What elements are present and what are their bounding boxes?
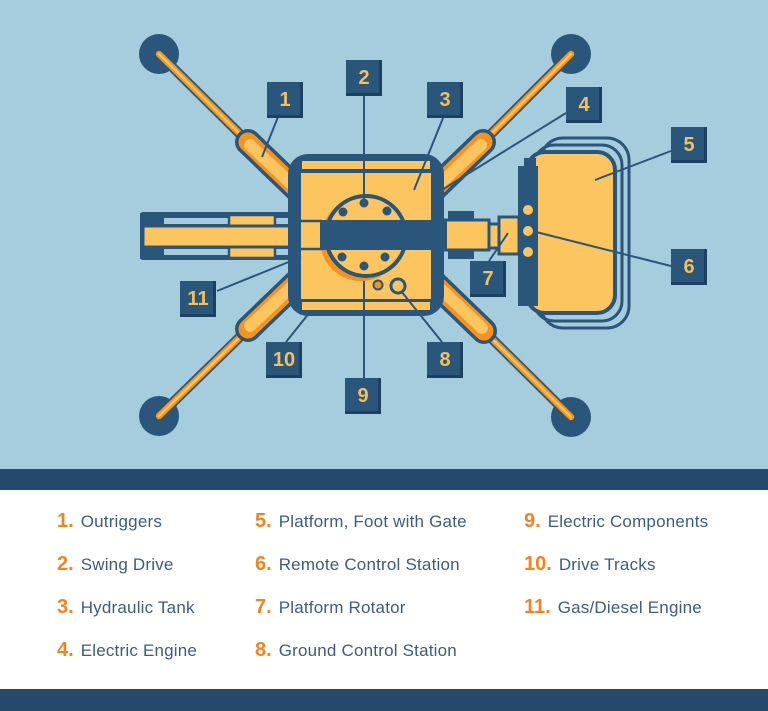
legend-item-electric-components: 9. Electric Components: [524, 510, 708, 534]
callout-box-1: 1: [267, 82, 303, 118]
legend-item-outriggers: 1. Outriggers: [57, 510, 197, 534]
legend-item-swing-drive: 2. Swing Drive: [57, 553, 197, 577]
legend-item-label: Electric Engine: [80, 641, 198, 660]
callout-number-10: 10: [272, 349, 296, 371]
legend-panel: [0, 490, 768, 689]
callout-box-4: 4: [566, 87, 602, 123]
callout-number-11: 11: [187, 288, 209, 310]
legend-item-gas-diesel-engine: 11. Gas/Diesel Engine: [524, 596, 708, 620]
callout-box-2: 2: [346, 60, 382, 96]
legend-item-number: 2.: [57, 553, 74, 575]
legend-item-electric-engine: 4. Electric Engine: [57, 639, 197, 663]
legend-item-number: 5.: [255, 510, 272, 532]
callout-number-2: 2: [358, 67, 370, 89]
legend-item-platform-foot-with-gate: 5. Platform, Foot with Gate: [255, 510, 467, 534]
legend-list: 1. Outriggers 2. Swing Drive 3. Hydrauli…: [0, 490, 768, 689]
legend-item-platform-rotator: 7. Platform Rotator: [255, 596, 467, 620]
diagram-background: [0, 0, 768, 469]
legend-item-label: Platform, Foot with Gate: [278, 512, 467, 531]
callout-number-9: 9: [357, 385, 369, 407]
legend-item-ground-control-station: 8. Ground Control Station: [255, 639, 467, 663]
legend-item-label: Ground Control Station: [278, 641, 457, 660]
legend-item-label: Drive Tracks: [558, 555, 656, 574]
legend-item-hydraulic-tank: 3. Hydraulic Tank: [57, 596, 197, 620]
legend-item-number: 7.: [255, 596, 272, 618]
callout-box-3: 3: [427, 82, 463, 118]
footer-band: [0, 689, 768, 711]
callout-box-7: 7: [470, 261, 506, 297]
legend-item-remote-control-station: 6. Remote Control Station: [255, 553, 467, 577]
legend-item-number: 8.: [255, 639, 272, 661]
callout-number-4: 4: [578, 94, 590, 116]
legend-item-number: 9.: [524, 510, 541, 532]
callout-box-10: 10: [266, 342, 302, 378]
legend-column-1: 1. Outriggers 2. Swing Drive 3. Hydrauli…: [57, 510, 197, 682]
legend-item-label: Platform Rotator: [278, 598, 406, 617]
legend-item-number: 10.: [524, 553, 552, 575]
legend-item-label: Outriggers: [80, 512, 163, 531]
callout-number-6: 6: [683, 256, 695, 278]
callout-number-5: 5: [683, 134, 695, 156]
legend-item-label: Hydraulic Tank: [80, 598, 195, 617]
divider-band: [0, 469, 768, 490]
legend-column-2: 5. Platform, Foot with Gate 6. Remote Co…: [255, 510, 467, 682]
legend-item-number: 11.: [524, 596, 551, 618]
legend-item-number: 1.: [57, 510, 74, 532]
legend-item-label: Remote Control Station: [278, 555, 460, 574]
legend-column-3: 9. Electric Components 10. Drive Tracks …: [524, 510, 708, 639]
legend-item-number: 6.: [255, 553, 272, 575]
legend-item-label: Electric Components: [547, 512, 709, 531]
callout-box-9: 9: [345, 378, 381, 414]
legend-item-label: Gas/Diesel Engine: [557, 598, 702, 617]
callout-number-3: 3: [439, 89, 451, 111]
callout-number-7: 7: [482, 268, 494, 290]
callout-box-6: 6: [671, 249, 707, 285]
legend-item-number: 4.: [57, 639, 74, 661]
callout-box-8: 8: [427, 342, 463, 378]
legend-item-number: 3.: [57, 596, 74, 618]
callout-number-1: 1: [279, 89, 291, 111]
legend-item-drive-tracks: 10. Drive Tracks: [524, 553, 708, 577]
callout-number-8: 8: [439, 349, 451, 371]
callout-box-11: 11: [180, 281, 216, 317]
legend-item-label: Swing Drive: [80, 555, 174, 574]
callout-box-5: 5: [671, 127, 707, 163]
